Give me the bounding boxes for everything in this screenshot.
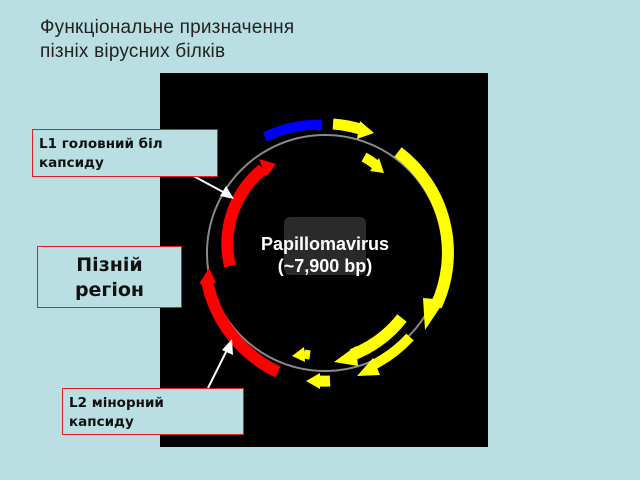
l1-late-gene-arrowhead — [259, 159, 276, 177]
center-label-size: (~7,900 bp) — [278, 256, 373, 276]
early-gene-arrow-2 — [361, 152, 380, 170]
l1-label-line-2: капсиду — [39, 155, 104, 171]
late-region-line-1: Пізній — [76, 254, 143, 276]
early-gene-arrow-1 — [332, 118, 362, 135]
early-gene-arrowhead-3 — [423, 298, 445, 330]
l2-late-gene-arrow — [201, 279, 281, 378]
l2-late-gene-arrowhead — [199, 268, 216, 284]
arrow-pointer-icon — [207, 339, 233, 389]
l2-minor-capsid-label: L2 мінорний капсиду — [62, 388, 244, 435]
center-label-name: Papillomavirus — [261, 234, 389, 254]
l2-label-line-1: L2 мінорний — [69, 395, 164, 411]
late-region-line-2: регіон — [74, 279, 145, 301]
early-gene-arrowhead-5 — [357, 358, 380, 376]
early-gene-arrowhead-6 — [306, 373, 320, 389]
early-gene-arrowhead-1 — [357, 121, 374, 139]
l1-late-gene-arrow — [221, 164, 267, 268]
center-label-backdrop — [284, 217, 366, 275]
early-gene-arrowhead-2 — [370, 158, 384, 173]
early-gene-arrowhead-4 — [334, 346, 358, 366]
slide-title-line-2: пізніх вірусних білків — [40, 41, 226, 62]
early-gene-arrow-7 — [303, 349, 311, 360]
l2-label-line-2: капсиду — [69, 414, 134, 430]
slide-title: Функціональне призначення пізніх вірусни… — [40, 16, 380, 64]
l1-major-capsid-label: L1 головний біл капсиду — [32, 129, 218, 177]
early-gene-arrow-3 — [394, 147, 454, 309]
l1-label-line-1: L1 головний біл — [39, 136, 163, 152]
regulatory-region-segment — [262, 119, 323, 142]
slide-title-line-1: Функціональне призначення — [40, 17, 295, 38]
late-region-label: Пізній регіон — [37, 246, 182, 308]
early-gene-arrowhead-7 — [292, 347, 305, 362]
